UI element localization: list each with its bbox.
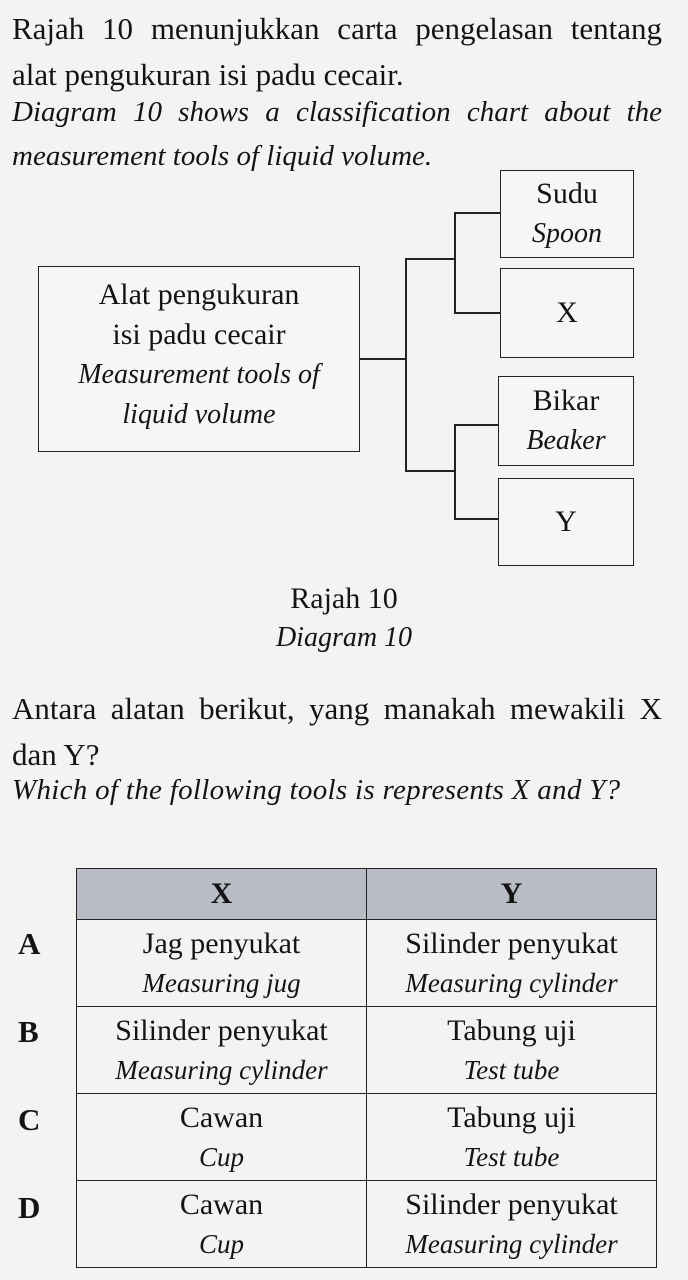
table-row-b: Silinder penyukat Measuring cylinder Tab… bbox=[76, 1006, 657, 1094]
y-box: Y bbox=[498, 478, 634, 566]
diagram-caption-malay: Rajah 10 bbox=[290, 582, 398, 615]
table-row-c: Cawan Cup Tabung uji Test tube bbox=[76, 1093, 657, 1181]
connector-upper bbox=[405, 258, 455, 260]
bikar-box: Bikar Beaker bbox=[498, 376, 634, 466]
x-box: X bbox=[500, 268, 634, 358]
cell-b-x-malay: Silinder penyukat bbox=[115, 1014, 328, 1047]
cell-c-x: Cawan Cup bbox=[76, 1093, 367, 1181]
cell-d-x-english: Cup bbox=[198, 1229, 244, 1259]
cell-d-x: Cawan Cup bbox=[76, 1180, 367, 1268]
sudu-malay: Sudu bbox=[536, 177, 598, 210]
cell-a-x-malay: Jag penyukat bbox=[142, 927, 301, 960]
connector-to-sudu bbox=[454, 212, 500, 214]
sudu-english: Spoon bbox=[532, 218, 602, 249]
cell-b-x: Silinder penyukat Measuring cylinder bbox=[76, 1006, 367, 1094]
cell-b-y-english: Test tube bbox=[463, 1055, 560, 1085]
question-text-malay: Antara alatan berikut, yang manakah mewa… bbox=[12, 691, 662, 772]
connector-main bbox=[360, 358, 406, 360]
cell-a-y-english: Measuring cylinder bbox=[405, 968, 618, 998]
option-letter-d: D bbox=[18, 1190, 41, 1225]
connector-trunk bbox=[405, 258, 407, 472]
cell-d-y-malay: Silinder penyukat bbox=[405, 1188, 618, 1221]
header-x: X bbox=[76, 868, 367, 920]
cell-c-y: Tabung uji Test tube bbox=[366, 1093, 657, 1181]
connector-to-bikar bbox=[454, 424, 498, 426]
option-letter-a: A bbox=[18, 926, 41, 961]
sudu-box: Sudu Spoon bbox=[500, 170, 634, 258]
table-header-row: X Y bbox=[76, 868, 657, 920]
main-category-box: Alat pengukuran isi padu cecair Measurem… bbox=[38, 266, 360, 452]
table-row-a: Jag penyukat Measuring jug Silinder peny… bbox=[76, 919, 657, 1007]
x-label: X bbox=[556, 296, 578, 329]
cell-d-x-malay: Cawan bbox=[179, 1188, 264, 1221]
answer-options-table: X Y Jag penyukat Measuring jug Silinder … bbox=[76, 868, 657, 1268]
question-text-english: Which of the following tools is represen… bbox=[12, 774, 621, 806]
option-letter-b: B bbox=[18, 1014, 39, 1049]
intro-text-malay: Rajah 10 menunjukkan carta pengelasan te… bbox=[12, 11, 662, 92]
cell-d-y-english: Measuring cylinder bbox=[405, 1229, 618, 1259]
cell-a-x: Jag penyukat Measuring jug bbox=[76, 919, 367, 1007]
y-label: Y bbox=[555, 505, 577, 538]
cell-c-x-english: Cup bbox=[198, 1142, 244, 1172]
intro-text-english: Diagram 10 shows a classification chart … bbox=[12, 96, 662, 172]
connector-to-x bbox=[454, 312, 500, 314]
cell-a-y: Silinder penyukat Measuring cylinder bbox=[366, 919, 657, 1007]
cell-d-y: Silinder penyukat Measuring cylinder bbox=[366, 1180, 657, 1268]
cell-b-y-malay: Tabung uji bbox=[447, 1014, 576, 1047]
option-letter-c: C bbox=[18, 1102, 41, 1137]
main-category-english-line2: liquid volume bbox=[122, 399, 276, 430]
cell-a-y-malay: Silinder penyukat bbox=[405, 927, 618, 960]
bikar-english: Beaker bbox=[526, 425, 606, 456]
diagram-caption-english: Diagram 10 bbox=[275, 622, 413, 653]
cell-b-x-english: Measuring cylinder bbox=[115, 1055, 328, 1085]
connector-lower bbox=[405, 470, 455, 472]
cell-c-y-english: Test tube bbox=[463, 1142, 560, 1172]
connector-to-y bbox=[454, 518, 498, 520]
cell-c-x-malay: Cawan bbox=[179, 1101, 264, 1134]
cell-b-y: Tabung uji Test tube bbox=[366, 1006, 657, 1094]
main-category-malay-line2: isi padu cecair bbox=[112, 318, 286, 351]
main-category-english-line1: Measurement tools of bbox=[78, 359, 320, 390]
connector-lower-branch bbox=[454, 424, 456, 520]
cell-a-x-english: Measuring jug bbox=[142, 968, 301, 998]
bikar-malay: Bikar bbox=[532, 384, 600, 417]
table-row-d: Cawan Cup Silinder penyukat Measuring cy… bbox=[76, 1180, 657, 1268]
cell-c-y-malay: Tabung uji bbox=[447, 1101, 576, 1134]
main-category-malay-line1: Alat pengukuran bbox=[98, 278, 300, 311]
header-y: Y bbox=[366, 868, 657, 920]
connector-upper-branch bbox=[454, 212, 456, 314]
